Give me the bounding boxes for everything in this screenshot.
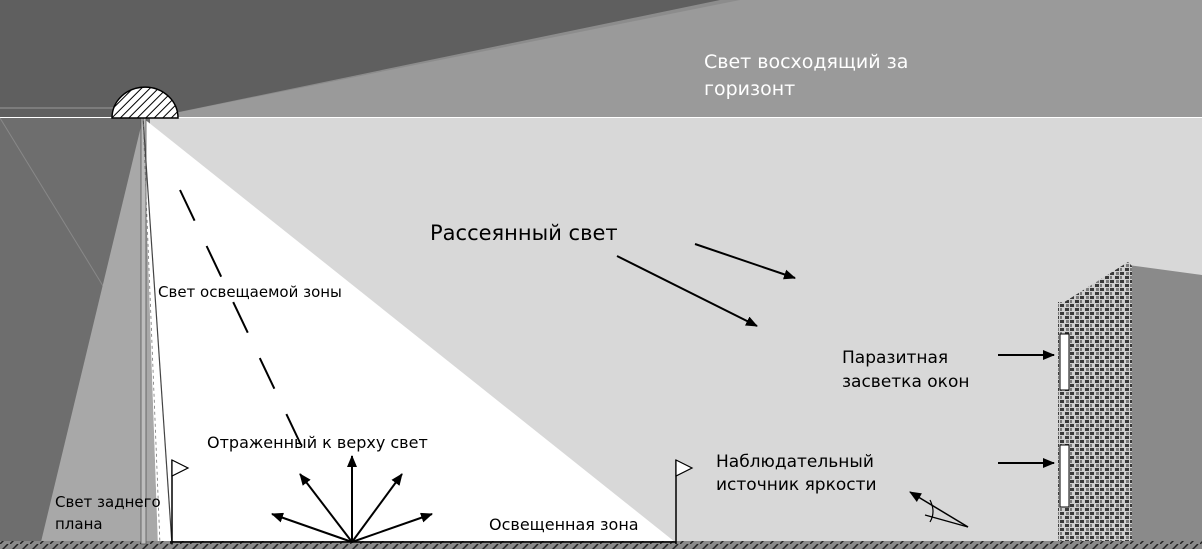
building-wall: [1058, 302, 1132, 548]
reflected-light-arrows: [271, 455, 433, 543]
lit-zone-cone: [143, 118, 680, 546]
building-roof: [1058, 262, 1132, 310]
lit-zone-label: Освещенная зона: [489, 515, 639, 534]
observed-source-label: Наблюдательный источник яркости: [716, 452, 879, 495]
diffuse-light-arrow-upper: [694, 243, 796, 280]
lamp-pole: [140, 117, 147, 545]
background-light-label: Свет заднего плана: [55, 493, 165, 533]
observer-view-angle: [909, 491, 969, 528]
lamp-beam-dashed-line: [179, 189, 313, 469]
lamp-pole-shadow-2: [142, 117, 161, 546]
lamp-head: [111, 86, 179, 119]
rising-light-band-inner: [150, 0, 1202, 118]
reflected-up-label: Отраженный к верху свет: [207, 433, 428, 452]
ground: [0, 541, 1202, 549]
sky-light-label: Свет восходящий за горизонт: [704, 51, 914, 100]
right-building-shadow: [1128, 265, 1202, 549]
lamp-pole-shadow: [142, 117, 173, 546]
diffuse-light-arrow-lower: [616, 255, 758, 327]
lit-zone-start-marker: [171, 459, 190, 544]
diffuse-light-label: Рассеянный свет: [430, 221, 618, 245]
window-upper: [1059, 333, 1070, 391]
parasitic-windows-label: Паразитная засветка окон: [842, 348, 969, 392]
background-light-cone: [40, 118, 158, 546]
observer-position-marker: [675, 459, 694, 544]
lit-zone-light-label: Свет освещаемой зоны: [158, 283, 342, 301]
window-lower: [1059, 444, 1070, 508]
